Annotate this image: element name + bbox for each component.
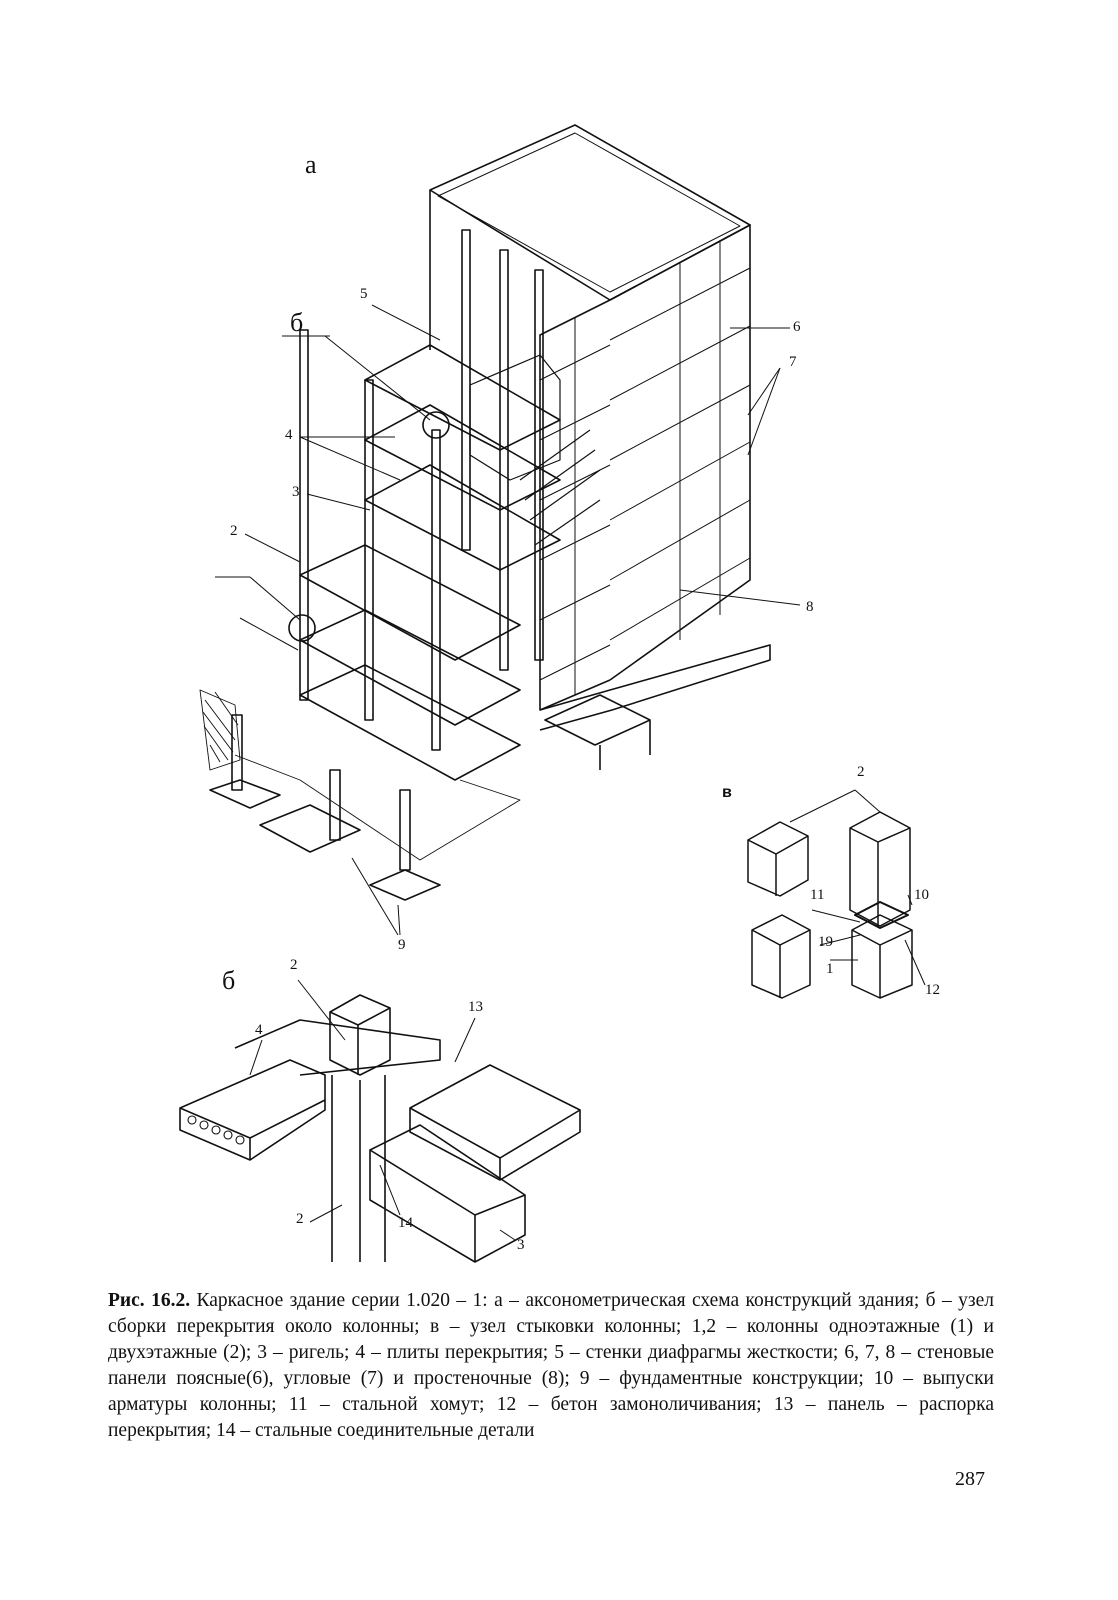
tower-block (429, 124, 771, 731)
label-v-10: 10 (914, 887, 929, 903)
label-a-2: 2 (230, 523, 238, 539)
label-a-6: 6 (793, 319, 801, 335)
label-a-4: 4 (285, 427, 293, 443)
label-b-2-top: 2 (290, 957, 298, 973)
tower-window-grid (539, 240, 751, 695)
panel-label-a: а (305, 150, 317, 179)
stair-core (469, 354, 601, 546)
label-b-4: 4 (255, 1022, 263, 1038)
label-b-14: 14 (398, 1215, 413, 1231)
label-a-5: 5 (360, 286, 368, 302)
figure-number: Рис. 16.2. (108, 1290, 191, 1311)
label-a-8: 8 (806, 599, 814, 615)
ground-hatch-left (199, 689, 521, 861)
label-a-7: 7 (789, 354, 797, 370)
label-v-1: 1 (826, 961, 834, 977)
label-v-2: 2 (857, 764, 865, 780)
label-v-19: 19 (818, 934, 833, 950)
panel-label-b: б (222, 966, 236, 995)
floor-node-detail (179, 979, 581, 1263)
figure-caption-text: Каркасное здание серии 1.020 – 1: а – ак… (108, 1290, 995, 1441)
entrance-canopy (544, 694, 651, 770)
page-number: 287 (955, 1468, 985, 1490)
label-a-9: 9 (398, 937, 406, 953)
label-b-3: 3 (517, 1237, 525, 1253)
leader-lines (215, 304, 801, 936)
label-a-3: 3 (292, 484, 300, 500)
node-b-circle-upper (422, 411, 450, 439)
panel-label-v: в (722, 784, 732, 801)
frame-floor-slabs (299, 344, 561, 781)
node-b-circle-lower (288, 614, 316, 642)
column-joint-detail (747, 789, 926, 999)
label-b-2-bottom: 2 (296, 1211, 304, 1227)
figure-caption: Рис. 16.2. Каркасное здание серии 1.020 … (108, 1288, 994, 1444)
frame-columns (231, 229, 544, 871)
panel-label-b-callout: б (290, 308, 304, 337)
label-b-13: 13 (468, 999, 483, 1015)
building-axonometric-drawing (179, 124, 926, 1263)
label-v-11: 11 (810, 887, 825, 903)
foundations (209, 779, 441, 901)
label-v-12: 12 (925, 982, 940, 998)
